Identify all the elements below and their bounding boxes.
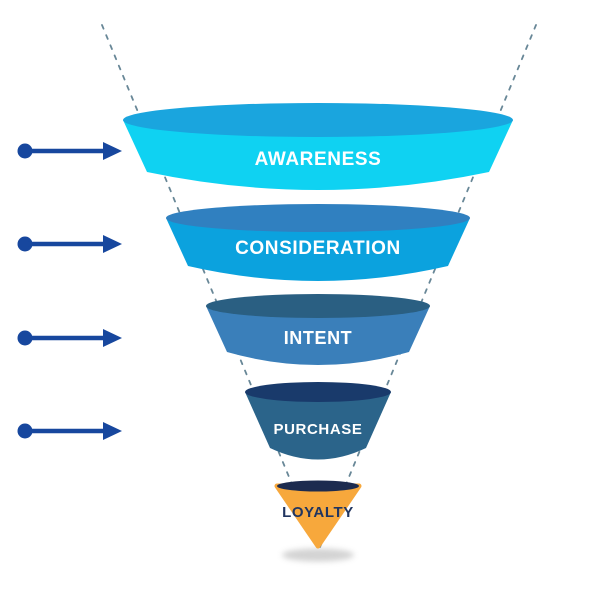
arrow-dot — [17, 330, 33, 346]
stage-label: PURCHASE — [274, 421, 363, 438]
stage-top-ellipse — [206, 294, 430, 318]
stage-label: INTENT — [284, 328, 353, 348]
stage-body — [245, 392, 391, 460]
stage-label: LOYALTY — [282, 504, 354, 521]
stage-top-ellipse — [277, 480, 359, 492]
pointer-arrows — [17, 142, 122, 440]
stage-body — [166, 218, 470, 281]
stage-body — [123, 120, 513, 190]
arrow-dot — [17, 423, 33, 439]
funnel-stage-loyalty: LOYALTY — [274, 480, 362, 549]
stage-label: AWARENESS — [255, 149, 382, 170]
stage-label: CONSIDERATION — [235, 238, 401, 259]
arrow-head — [103, 422, 122, 440]
funnel-stage-consideration: CONSIDERATION — [166, 204, 470, 281]
pointer-arrow-icon — [17, 422, 122, 440]
pointer-arrow-icon — [17, 329, 122, 347]
stage-body — [206, 306, 430, 365]
pointer-arrow-icon — [17, 142, 122, 160]
stage-top-ellipse — [123, 103, 513, 137]
arrow-head — [103, 235, 122, 253]
funnel-stage-purchase: PURCHASE — [245, 382, 391, 460]
pointer-arrow-icon — [17, 235, 122, 253]
arrow-head — [103, 142, 122, 160]
arrow-head — [103, 329, 122, 347]
stage-top-ellipse — [245, 382, 391, 402]
funnel-stage-awareness: AWARENESS — [123, 103, 513, 190]
arrow-dot — [17, 236, 33, 252]
arrow-dot — [17, 143, 33, 159]
stage-top-ellipse — [166, 204, 470, 232]
funnel-tip-shadow — [282, 548, 354, 562]
funnel-stage-intent: INTENT — [206, 294, 430, 365]
